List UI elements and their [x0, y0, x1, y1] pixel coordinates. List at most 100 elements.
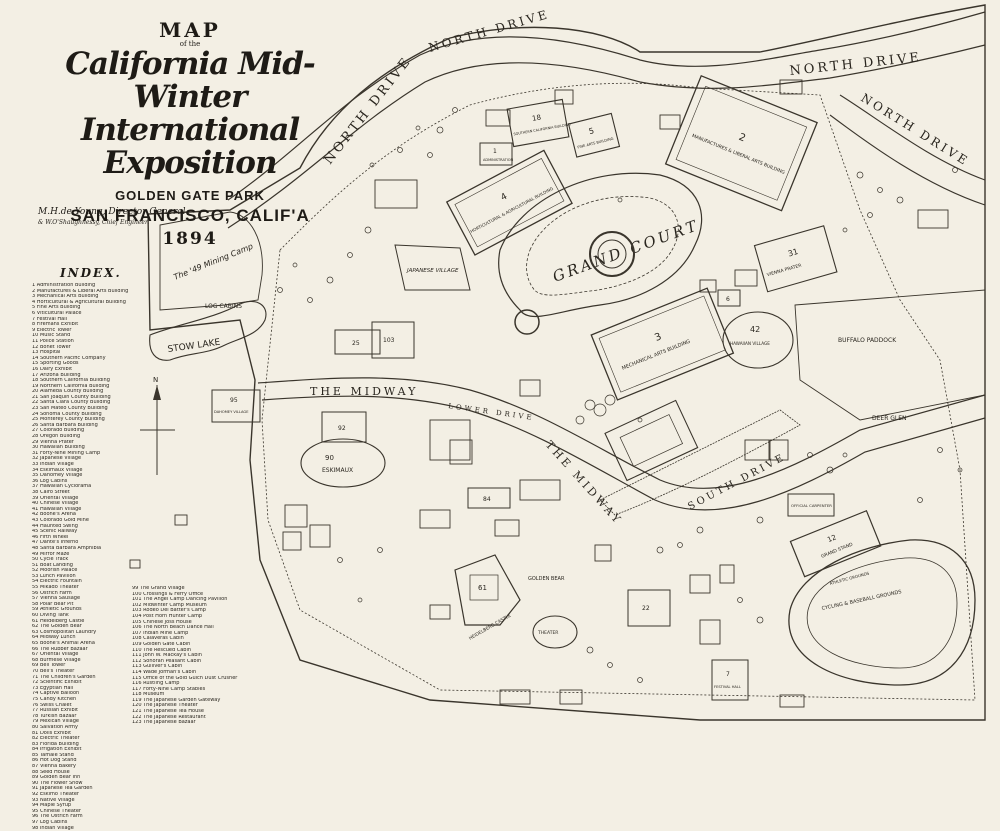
index-entry: 4 Horticultural & Agricultural Building [32, 299, 126, 305]
index-entry: 6 Viticultural Palace [32, 310, 82, 316]
index-entry: 5 Fine Arts Building [32, 305, 81, 311]
dahomey-village[interactable]: 95 DAHOMEY VILLAGE [211, 389, 261, 423]
index-entry: 101 The Angel Camp Dancing Pavilion [132, 597, 228, 603]
index-entry: 59 Athletic Grounds [32, 607, 82, 613]
index-entry: 70 Bell's Theater [32, 668, 75, 674]
grand-court [498, 172, 703, 318]
building-61-number: 61 [478, 584, 487, 592]
building-6[interactable]: 6 [717, 289, 741, 307]
cycle-track [788, 539, 976, 686]
building-6-number: 6 [726, 296, 730, 303]
index-entry: 29 Vienna Prater [32, 439, 74, 445]
index-entry: 54 Electric Fountain [32, 579, 82, 585]
index-entry: 61 Heidelberg Castle [32, 618, 85, 624]
golden-bear-label: GOLDEN BEAR [528, 576, 565, 582]
index-entry: 23 San Mateo County Building [32, 406, 108, 412]
index-entry: 19 Northern California Building [32, 383, 110, 389]
japanese-village-label: JAPANESE VILLAGE [406, 268, 459, 274]
index-entry: 113 Gulliver's Cabin [132, 664, 183, 670]
deer-glen-label: DEER GLEN [872, 415, 907, 422]
index-entry: 47 Dante's Inferno [32, 540, 79, 546]
index-entry: 10 Music Stand [32, 333, 71, 339]
building-92-number: 92 [338, 425, 346, 432]
building-84[interactable]: 84 [467, 487, 511, 509]
building-22-number: 22 [642, 605, 650, 612]
index-entry: 13 Hospital [32, 350, 61, 356]
administration-building[interactable]: 1 ADMINISTRATION [479, 142, 513, 166]
index-entry: 36 Log Cabins [32, 478, 68, 484]
index-entry: 111 John W. Mackay's Cabin [132, 653, 202, 659]
index-entry: 12 Bonet Tower [32, 344, 71, 350]
building-12-number: 12 [826, 533, 837, 544]
index-entry: 20 Alameda County Building [32, 389, 104, 395]
official-carpenter-label: OFFICIAL CARPENTER [791, 503, 832, 508]
index-entry: 32 Japanese Village [32, 456, 82, 462]
index-entry: 73 Egyptian Hall [32, 685, 74, 691]
mechanical-annex[interactable] [604, 399, 699, 482]
index-entry: 71 The Children's Garden [32, 674, 96, 680]
index-entry: 34 Eskimaux Village [32, 467, 83, 473]
index-entry: 116 Rustling Camp [132, 681, 180, 687]
building-103-number: 103 [383, 337, 395, 344]
building-92[interactable]: 92 [321, 411, 367, 443]
building-22[interactable]: 22 [627, 589, 671, 627]
building-3-number: 3 [653, 331, 663, 344]
building-25[interactable]: 25 [334, 329, 381, 355]
eskimaux-village[interactable]: 90 ESKIMAUX [300, 438, 386, 488]
index-entry: 98 Indian Village [32, 825, 74, 831]
index-entry: 18 Southern California Building [32, 378, 110, 384]
index-entry: 56 Ostrich Farm [32, 590, 72, 596]
index-entry: 117 Forty-Nine Camp Stables [132, 686, 206, 692]
building-84-number: 84 [483, 496, 491, 503]
index-entry: 33 Indian Village [32, 462, 74, 467]
buffalo-paddock [794, 289, 986, 421]
index-entry: 17 Arizona Building [32, 372, 81, 378]
index-entry: 108 Calaveras Cabin [132, 636, 184, 642]
index-entry: 115 Office of the Gold Gulch Dust Crushe… [132, 675, 238, 681]
index-entry: 114 Wade Jorman's Cabin [132, 669, 197, 675]
dahomey-label: DAHOMEY VILLAGE [214, 410, 249, 414]
index-entry: 80 Salvation Army [32, 724, 78, 730]
index-entry: 74 Captive Balloon [32, 691, 80, 697]
building-25-number: 25 [352, 340, 360, 347]
index-entry: 31 Forty-Nine Mining Camp [32, 450, 101, 456]
index-entry: 52 Moorish Palace [32, 568, 78, 574]
index-entry: 44 Haunted Swing [32, 523, 78, 529]
midway-label-1: THE MIDWAY [310, 385, 418, 398]
official-carpenter[interactable]: OFFICIAL CARPENTER [787, 493, 835, 517]
index-entry: 22 Santa Clara County Building [32, 400, 111, 406]
index-entry: 43 Colorado Gold Mine [32, 517, 89, 523]
index-title: INDEX. [60, 266, 122, 280]
index-entry: 75 Candy Kitchen [32, 696, 77, 702]
engineer-credit: & W.O'Shaughnessy, Chief Engineer. [38, 219, 150, 226]
index-entry: 100 Crossings & Ferry Office [132, 591, 204, 597]
fountain-circle [514, 309, 540, 335]
index-entry: 41 Hawaiian Village [32, 506, 82, 512]
building-31-number: 31 [787, 247, 799, 258]
building-1-number: 1 [493, 148, 497, 155]
index-entry: 1 Administration Building [32, 283, 96, 288]
index-entry: 45 Scenic Railway [32, 529, 78, 535]
festival-hall[interactable]: 7 FESTIVAL HALL [711, 659, 749, 701]
index-entry: 51 Boat Landing [32, 562, 73, 568]
building-2-number: 2 [737, 132, 747, 145]
index-entry: 40 Chinese Village [32, 501, 79, 507]
index-entry: 35 Dahomey Village [32, 473, 83, 479]
index-entry: 8 Firemans Exhibit [32, 322, 79, 328]
title-block: MAP of the California Mid-Winter Interna… [30, 18, 350, 249]
index-entry: 65 Boone's Animal Arena [32, 641, 95, 646]
stow-lake [149, 300, 267, 361]
index-entry: 30 Hawaiian Building [32, 445, 85, 451]
index-entry: 39 Oriental Village [32, 495, 79, 501]
japanese-village[interactable]: JAPANESE VILLAGE [394, 244, 471, 291]
electric-tower-inner [597, 239, 627, 269]
hawaiian-village[interactable]: 42 HAWAIIAN VILLAGE [722, 311, 794, 369]
bowl-theater[interactable]: THEATER [532, 615, 578, 649]
title-city: SAN FRANCISCO, CALIF'A [70, 206, 310, 225]
building-103[interactable]: 103 [371, 321, 415, 359]
index-entry: 62 The Golden Bear [32, 624, 82, 630]
building-1-label: ADMINISTRATION [483, 158, 513, 162]
index-entry: 99 The Grand Village [132, 586, 185, 591]
